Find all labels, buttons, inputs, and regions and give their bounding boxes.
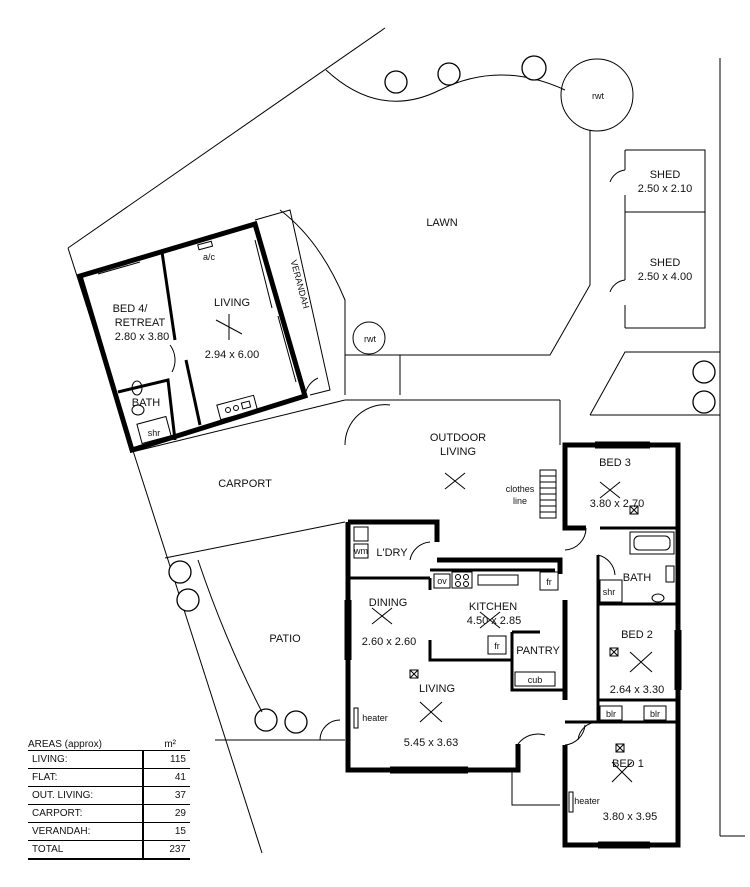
- areas-table: AREAS (approx) m² LIVING:115 FLAT:41 OUT…: [28, 732, 190, 860]
- rainwater-tank-top: rwt: [560, 58, 634, 132]
- bed4-label: BED 4/: [113, 303, 149, 315]
- shower-label: shr: [603, 587, 616, 597]
- sheds: SHED 2.50 x 2.10 SHED 2.50 x 4.00: [609, 149, 706, 329]
- row-label: CARPORT:: [28, 804, 143, 823]
- shed-label: SHED: [650, 169, 681, 181]
- row-value: 115: [142, 750, 190, 769]
- heater-label: heater: [574, 796, 600, 806]
- oven-label: ov: [437, 576, 447, 586]
- flat-living-size: 2.94 x 6.00: [205, 349, 259, 361]
- kitchen-label: KITCHEN: [469, 601, 517, 613]
- clothes-line-label: clothes: [506, 484, 535, 494]
- total-value: 237: [142, 840, 190, 860]
- rwt-label: rwt: [364, 334, 376, 344]
- row-value: 29: [142, 804, 190, 823]
- carport: CARPORT: [131, 399, 391, 559]
- living-size: 5.45 x 3.63: [404, 737, 458, 749]
- row-value: 37: [142, 786, 190, 805]
- lawn-label: LAWN: [426, 217, 457, 229]
- fridge-label: fr: [546, 577, 552, 587]
- table-row: LIVING:115: [28, 750, 190, 769]
- verandah-label: VERANDAH: [289, 259, 312, 310]
- fridge-label: fr: [494, 641, 500, 651]
- flat: VERANDAH a/c shr BED 4/ RETREAT 2.80 x 3: [76, 209, 331, 454]
- cupboard-label: cub: [528, 675, 543, 685]
- row-value: 15: [142, 822, 190, 841]
- patio: PATIO: [197, 559, 345, 741]
- table-row: OUT. LIVING:37: [28, 786, 190, 805]
- areas-header: AREAS (approx) m²: [28, 732, 190, 750]
- dining-size: 2.60 x 2.60: [362, 636, 416, 648]
- bath-label: BATH: [623, 572, 652, 584]
- row-label: OUT. LIVING:: [28, 786, 143, 805]
- outdoor-living-label-2: LIVING: [440, 446, 476, 458]
- table-row: FLAT:41: [28, 768, 190, 787]
- row-label: LIVING:: [28, 750, 143, 769]
- blr-label: blr: [606, 709, 616, 719]
- blr-label: blr: [650, 709, 660, 719]
- bed3-size: 3.80 x 2.70: [590, 498, 644, 510]
- rainwater-tank-mid: rwt: [352, 321, 386, 355]
- main-house: wm ov fr fr cub shr blr blr: [344, 432, 682, 849]
- outdoor-living-label: OUTDOOR: [430, 432, 486, 444]
- kitchen-size: 4.50 x 2.85: [467, 615, 521, 627]
- bed1-label: BED 1: [612, 758, 644, 770]
- flat-bath-label: BATH: [132, 397, 161, 409]
- areas-title: AREAS (approx): [28, 739, 102, 750]
- living-label: LIVING: [419, 683, 455, 695]
- bed1-size: 3.80 x 3.95: [603, 811, 657, 823]
- dining-label: DINING: [369, 597, 408, 609]
- ac-label: a/c: [203, 252, 216, 262]
- patio-label: PATIO: [269, 633, 301, 645]
- shed-label: SHED: [650, 257, 681, 269]
- shed-size: 2.50 x 4.00: [638, 271, 692, 283]
- bed4-size: 2.80 x 3.80: [115, 331, 169, 343]
- clothes-line-label-2: line: [513, 496, 527, 506]
- rwt-label: rwt: [592, 91, 604, 101]
- table-row: CARPORT:29: [28, 804, 190, 823]
- pantry-label: PANTRY: [516, 645, 560, 657]
- wm-label: wm: [353, 546, 368, 556]
- table-row: VERANDAH:15: [28, 822, 190, 841]
- tree-icon: [168, 55, 716, 734]
- row-value: 41: [142, 768, 190, 787]
- heater-label: heater: [362, 713, 388, 723]
- total-label: TOTAL: [28, 840, 143, 860]
- bed2-size: 2.64 x 3.30: [610, 684, 664, 696]
- shower-label: shr: [148, 428, 161, 438]
- areas-list: LIVING:115 FLAT:41 OUT. LIVING:37 CARPOR…: [28, 750, 190, 860]
- bed2-label: BED 2: [621, 629, 653, 641]
- areas-unit: m²: [164, 739, 176, 750]
- bed4-label-2: RETREAT: [115, 317, 166, 329]
- shed-size: 2.50 x 2.10: [638, 183, 692, 195]
- carport-label: CARPORT: [218, 478, 272, 490]
- row-label: FLAT:: [28, 768, 143, 787]
- row-label: VERANDAH:: [28, 822, 143, 841]
- bed3-label: BED 3: [599, 457, 631, 469]
- flat-living-label: LIVING: [214, 297, 250, 309]
- laundry-label: L'DRY: [376, 547, 408, 559]
